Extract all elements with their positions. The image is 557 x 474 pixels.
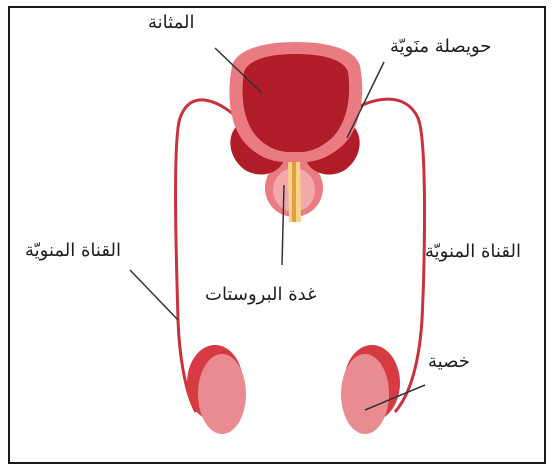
- label-vas-deferens-right: القناة المنويّة: [425, 241, 521, 263]
- testis-right-light: [341, 354, 389, 434]
- label-prostate: غدة البروستات: [205, 284, 317, 306]
- testis-left-light: [198, 354, 246, 434]
- leader-vas-deferens-left: [130, 270, 178, 320]
- label-vas-deferens-left: القناة المنويّة: [25, 240, 121, 262]
- urethra-duct: [292, 158, 296, 222]
- label-testis: خصية: [428, 351, 470, 373]
- label-bladder: المثانة: [148, 12, 194, 34]
- label-seminal-vesicle: حويصلة منَويّة: [390, 36, 491, 58]
